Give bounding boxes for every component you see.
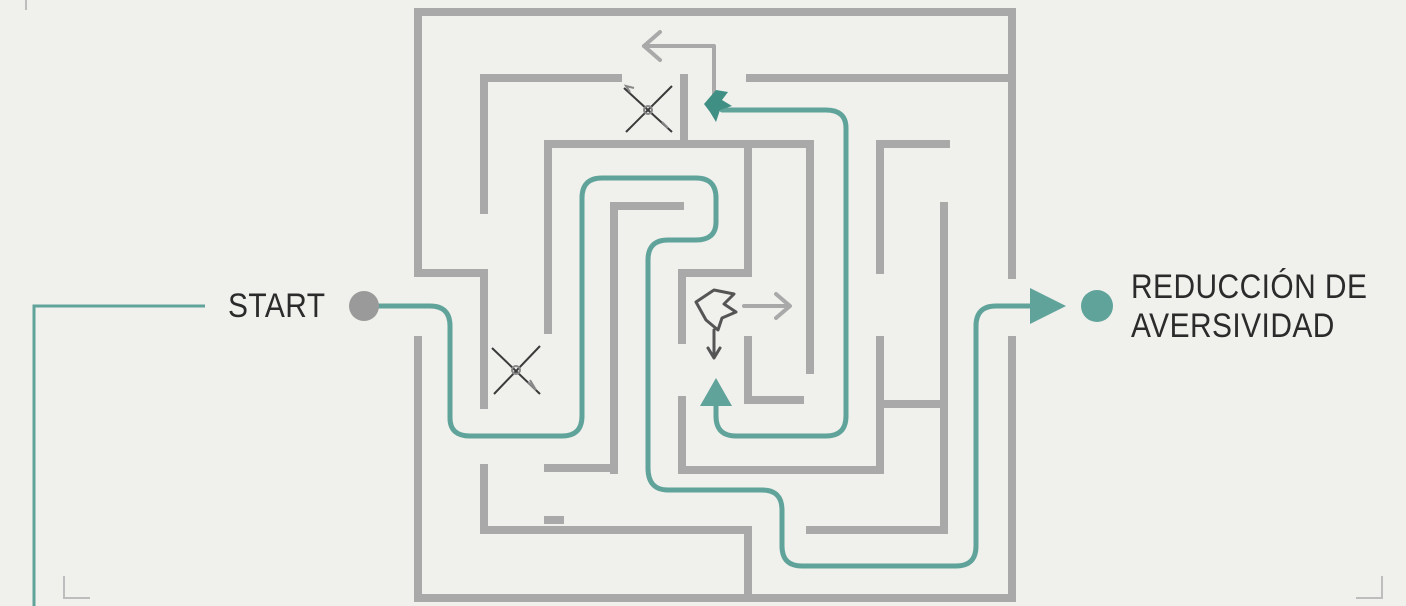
return-arrow-icon xyxy=(644,32,714,96)
end-dot xyxy=(1081,290,1113,322)
bird-icon-center xyxy=(696,290,736,330)
down-arrow-icon xyxy=(708,330,720,358)
up-arrowhead-icon xyxy=(700,378,732,406)
end-arrowhead-icon xyxy=(1030,288,1066,324)
right-arrow-icon xyxy=(744,294,790,318)
end-label-line2: AVERSIVIDAD xyxy=(1131,307,1367,346)
end-label-line1: REDUCCIÓN DE xyxy=(1131,268,1367,307)
dead-end-x-icon xyxy=(624,86,672,132)
corner-mark-bottom-right xyxy=(1356,576,1382,598)
start-dot xyxy=(349,291,379,321)
solution-path xyxy=(378,110,1036,566)
dead-end-x-icon-lower xyxy=(492,346,540,394)
feedback-line xyxy=(34,306,205,606)
bird-icon xyxy=(704,90,732,122)
end-label: REDUCCIÓN DE AVERSIVIDAD xyxy=(1131,268,1367,346)
start-label: START xyxy=(228,287,326,326)
corner-mark-bottom-left xyxy=(64,576,90,598)
